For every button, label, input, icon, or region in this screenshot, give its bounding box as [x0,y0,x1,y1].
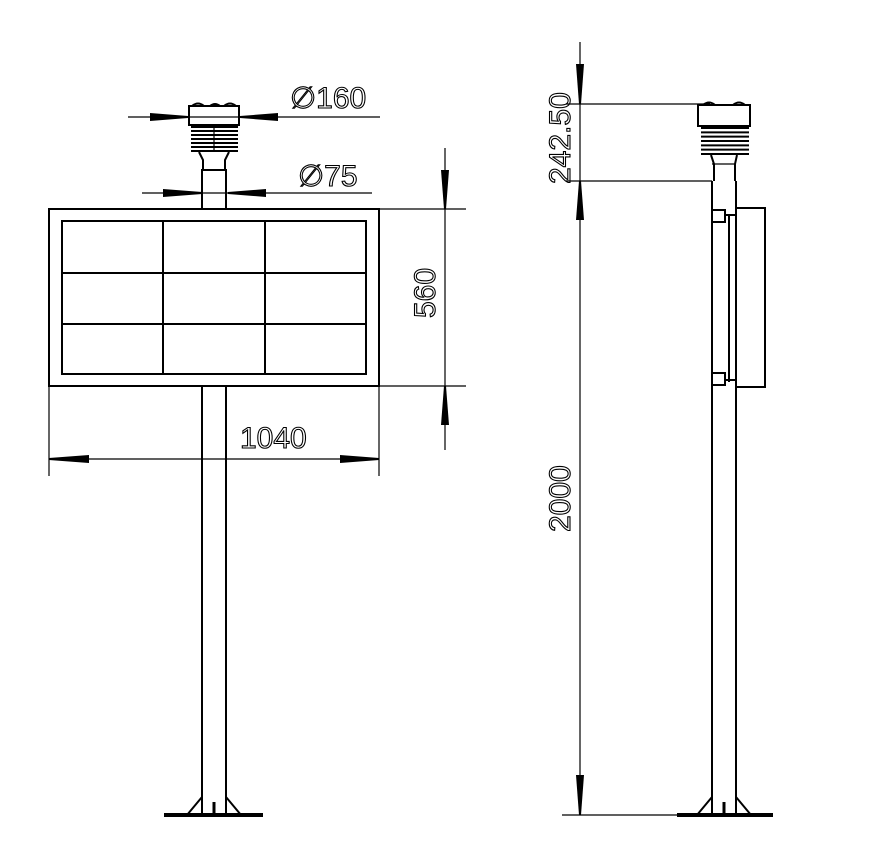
dimension-panel-width: 1040 [48,386,380,476]
sensor-head [697,101,751,181]
solar-panel-side [712,207,766,388]
dimension-sensor-height: 242.50 [543,42,712,815]
dimension-label: ∅160 [290,82,366,115]
dimension-label: 1040 [240,422,307,455]
sensor-head [188,102,240,170]
dimension-label: 560 [409,268,442,318]
front-view: ∅160 ∅75 560 1040 [48,81,466,817]
dimension-label: 2000 [544,465,577,532]
solar-panel [48,208,380,387]
dimension-label: 242.50 [544,92,577,184]
side-view: 242.50 2000 [543,42,773,817]
base-plate [677,796,773,817]
dimension-sensor-diameter: ∅160 [128,81,380,121]
pole-stub [201,169,227,210]
dimension-label: ∅75 [298,160,358,193]
pole [711,181,737,815]
base-plate [164,796,263,817]
dimension-panel-height: 560 [379,148,466,450]
pole [201,386,227,815]
dimension-pole-diameter: ∅75 [142,159,372,197]
dimension-pole-height: 2000 [543,465,683,816]
